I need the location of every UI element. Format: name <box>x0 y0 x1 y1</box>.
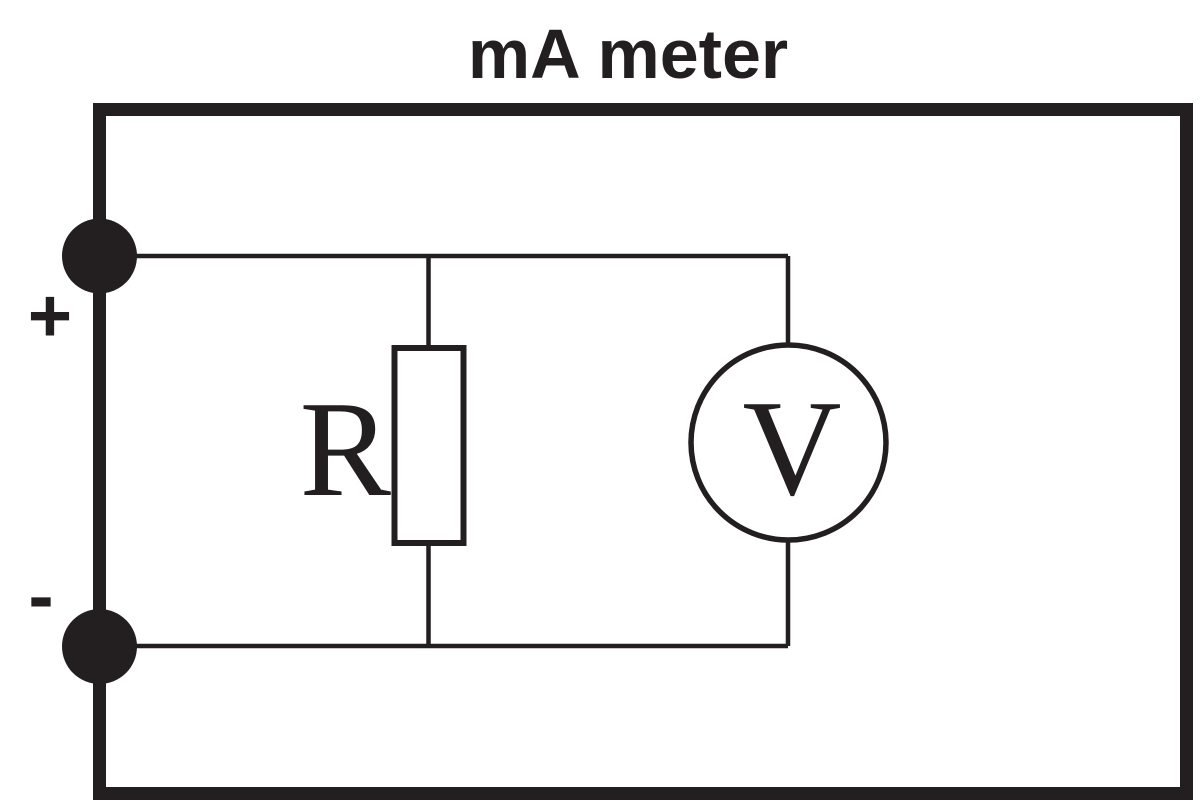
positive-terminal-dot <box>62 218 137 294</box>
voltmeter-symbol <box>688 342 889 543</box>
plus-label: + <box>28 274 72 359</box>
minus-label: - <box>28 554 53 639</box>
voltmeter-label: V <box>743 372 842 524</box>
negative-terminal-dot <box>62 609 137 684</box>
resistor-symbol <box>391 345 467 546</box>
diagram-title: mA meter <box>468 15 788 93</box>
meter-enclosure-outline <box>93 103 1193 800</box>
resistor-label: R <box>300 373 392 525</box>
